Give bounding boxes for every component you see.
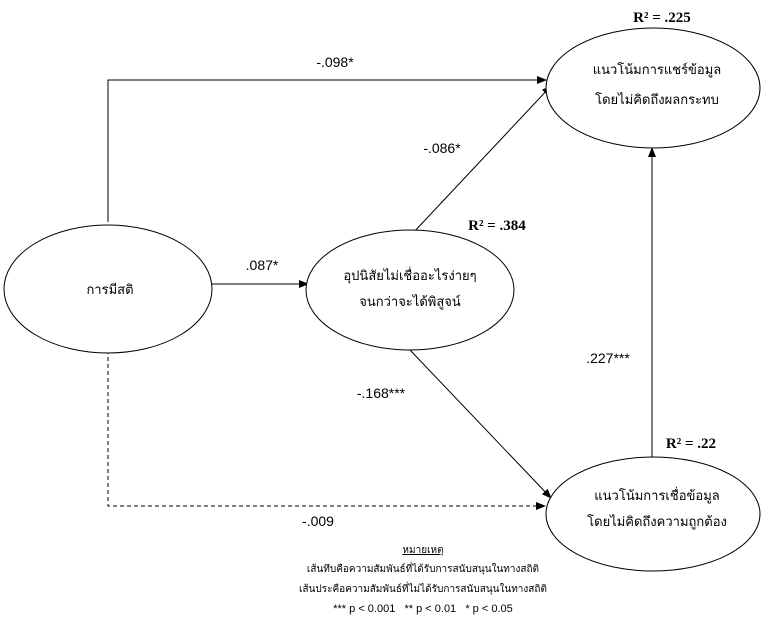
coef-mindfulness-to-mediator: .087* xyxy=(246,257,279,273)
note-title: หมายเหตุ xyxy=(402,545,443,556)
node-sharing-line1: แนวโน้มการแชร์ข้อมูล xyxy=(593,62,722,78)
path-mindfulness-to-believing-dashed xyxy=(107,343,546,510)
node-believing: แนวโน้มการเชื่อข้อมูล โดยไม่คิดถึงความถู… xyxy=(545,456,761,572)
coef-mediator-to-believing: -.168*** xyxy=(357,385,406,401)
path-mediator-to-believing xyxy=(409,349,552,499)
node-believing-line2: โดยไม่คิดถึงความถูกต้อง xyxy=(587,514,727,530)
coef-mindfulness-to-sharing: -.098* xyxy=(316,54,354,70)
node-mindfulness-label: การมีสติ xyxy=(86,282,133,298)
r2-sharing: R² = .225 xyxy=(633,10,691,26)
note-dashed-line: เส้นประคือความสัมพันธ์ที่ไม่ได้รับการสนั… xyxy=(299,581,547,595)
coef-believing-to-sharing: .227*** xyxy=(586,350,630,366)
path-mediator-to-sharing xyxy=(411,85,552,235)
node-mindfulness: การมีสติ xyxy=(3,224,213,354)
node-believing-line1: แนวโน้มการเชื่อข้อมูล xyxy=(594,487,719,504)
r2-believing: R² = .22 xyxy=(666,436,716,452)
node-sharing: แนวโน้มการแชร์ข้อมูล โดยไม่คิดถึงผลกระทบ xyxy=(545,27,761,149)
coef-mediator-to-sharing: -.086* xyxy=(423,140,461,156)
node-mediator-line1: อุปนิสัยไม่เชื่ออะไรง่ายๆ xyxy=(343,267,476,284)
node-mediator: อุปนิสัยไม่เชื่ออะไรง่ายๆ จนกว่าจะได้พิส… xyxy=(305,229,515,351)
note-solid-line: เส้นทึบคือความสัมพันธ์ที่ได้รับการสนับสน… xyxy=(307,561,539,575)
node-mediator-line2: จนกว่าจะได้พิสูจน์ xyxy=(359,294,461,310)
r2-mediator: R² = .384 xyxy=(468,218,526,234)
coef-mindfulness-to-believing: -.009 xyxy=(302,513,334,529)
note-significance: *** p < 0.001 ** p < 0.01 * p < 0.05 xyxy=(333,603,513,615)
path-mindfulness-to-sharing xyxy=(107,76,547,222)
node-sharing-line2: โดยไม่คิดถึงผลกระทบ xyxy=(595,92,719,108)
